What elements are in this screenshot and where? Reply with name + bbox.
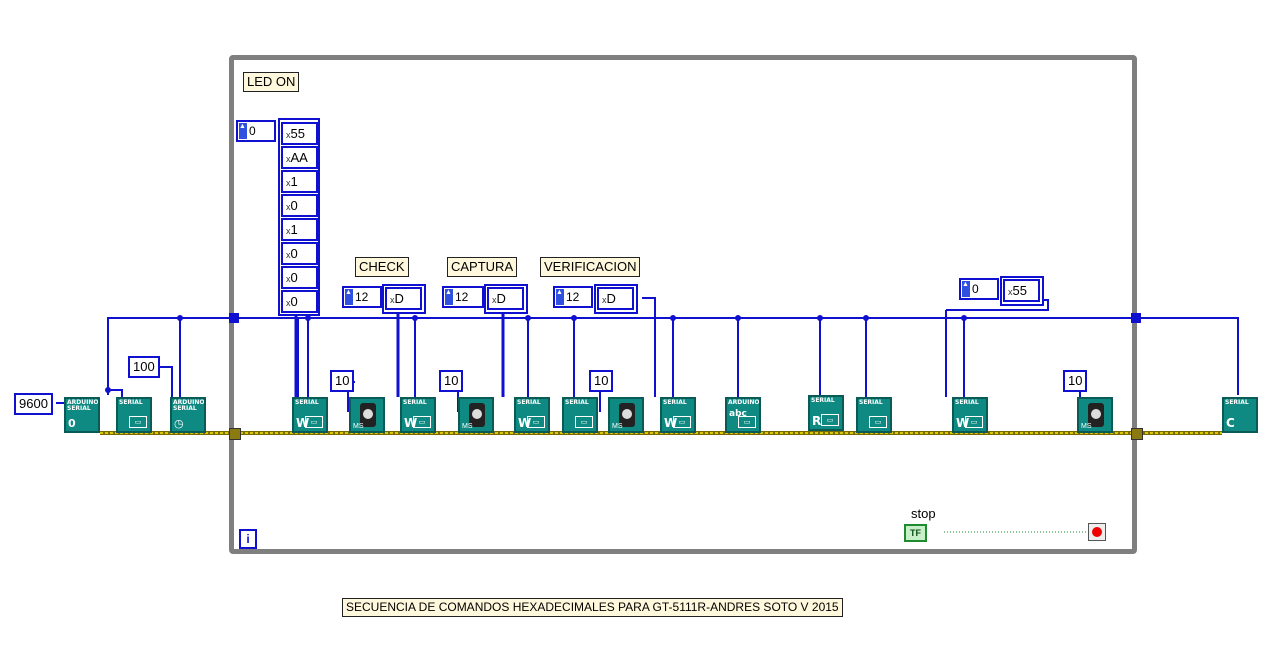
- array-element[interactable]: x1: [281, 170, 318, 193]
- check-index[interactable]: ▲▼12: [342, 286, 382, 308]
- serial-flush-block[interactable]: SERIAL ▭: [562, 397, 598, 433]
- verificacion-array: xD: [594, 284, 638, 314]
- iteration-terminal: i: [239, 529, 257, 549]
- wait-constant-3[interactable]: 10: [589, 370, 614, 392]
- array-element[interactable]: x1: [281, 218, 318, 241]
- verificacion-index[interactable]: ▲▼12: [553, 286, 593, 308]
- captura-array: xD: [484, 284, 528, 314]
- wait-ms-block-3[interactable]: MS: [608, 397, 644, 433]
- wait-ms-block-4[interactable]: MS: [1077, 397, 1113, 433]
- spin-icon[interactable]: ▲▼: [556, 289, 570, 305]
- wait-constant-4[interactable]: 10: [1063, 370, 1088, 392]
- watch-icon: [619, 403, 635, 427]
- arduino-bytes-block[interactable]: ARDUINO abc ▭: [725, 397, 761, 433]
- diagram-caption: SECUENCIA DE COMANDOS HEXADECIMALES PARA…: [342, 598, 843, 617]
- wait-ms-block-1[interactable]: MS: [349, 397, 385, 433]
- arduino-serial-init-block[interactable]: ARDUINO SERIAL 0: [64, 397, 100, 433]
- captura-index[interactable]: ▲▼12: [442, 286, 484, 308]
- serial-read-block[interactable]: SERIAL R ▭: [808, 395, 844, 431]
- end-array: x55: [1000, 276, 1044, 306]
- verificacion-label: VERIFICACION: [540, 257, 641, 277]
- while-loop[interactable]: [229, 55, 1137, 554]
- arduino-serial-timeout-block[interactable]: ARDUINO SERIAL ◷: [170, 397, 206, 433]
- port-icon: ▭: [413, 416, 431, 428]
- error-tunnel-right: [1131, 428, 1143, 440]
- spin-icon[interactable]: ▲▼: [345, 289, 359, 305]
- port-icon: ▭: [869, 416, 887, 428]
- serial-write-block-3[interactable]: SERIAL W ▭: [514, 397, 550, 433]
- check-array: xD: [382, 284, 426, 314]
- captura-element[interactable]: xD: [487, 287, 524, 310]
- port-icon: ▭: [965, 416, 983, 428]
- baud-rate-constant[interactable]: 9600: [14, 393, 53, 415]
- captura-label: CAPTURA: [447, 257, 518, 277]
- array-element[interactable]: x0: [281, 194, 318, 217]
- end-array-index[interactable]: ▲▼0: [959, 278, 999, 300]
- serial-close-block[interactable]: SERIAL C: [1222, 397, 1258, 433]
- array-index-main[interactable]: ▲▼0: [236, 120, 276, 142]
- serial-config-block[interactable]: SERIAL ▭: [116, 397, 152, 433]
- stop-terminal[interactable]: [1088, 523, 1106, 541]
- serial-write-block-6[interactable]: SERIAL W ▭: [952, 397, 988, 433]
- spin-icon[interactable]: ▲▼: [239, 123, 253, 139]
- stop-label: stop: [911, 506, 936, 521]
- resource-tunnel-left: [229, 313, 239, 323]
- watch-icon: [469, 403, 485, 427]
- array-element[interactable]: x0: [281, 290, 318, 313]
- array-element[interactable]: x0: [281, 266, 318, 289]
- spin-icon[interactable]: ▲▼: [445, 289, 459, 305]
- array-element[interactable]: xAA: [281, 146, 318, 169]
- serial-write-block-4[interactable]: SERIAL W ▭: [660, 397, 696, 433]
- watch-icon: [1088, 403, 1104, 427]
- wait-ms-block-2[interactable]: MS: [458, 397, 494, 433]
- port-icon: ▭: [821, 414, 839, 426]
- resource-tunnel-right: [1131, 313, 1141, 323]
- watch-icon: [360, 403, 376, 427]
- led-on-label: LED ON: [243, 72, 300, 92]
- port-icon: ▭: [527, 416, 545, 428]
- error-tunnel-left: [229, 428, 241, 440]
- array-element[interactable]: x55: [281, 122, 318, 145]
- verificacion-element[interactable]: xD: [597, 287, 634, 310]
- serial-write-block-5[interactable]: SERIAL ▭: [856, 397, 892, 433]
- wait-constant-2[interactable]: 10: [439, 370, 464, 392]
- timeout-constant[interactable]: 100: [128, 356, 160, 378]
- serial-write-block-2[interactable]: SERIAL W ▭: [400, 397, 436, 433]
- port-icon: ▭: [738, 416, 756, 428]
- port-icon: ▭: [129, 416, 147, 428]
- check-element[interactable]: xD: [385, 287, 422, 310]
- port-icon: ▭: [673, 416, 691, 428]
- spin-icon[interactable]: ▲▼: [962, 281, 976, 297]
- main-array: x55 xAA x1 x0 x1 x0 x0 x0: [278, 118, 320, 316]
- wait-constant-1[interactable]: 10: [330, 370, 355, 392]
- stop-control[interactable]: TF: [904, 524, 927, 542]
- end-element[interactable]: x55: [1003, 279, 1040, 302]
- array-element[interactable]: x0: [281, 242, 318, 265]
- serial-write-block-1[interactable]: SERIAL W ▭: [292, 397, 328, 433]
- junction-dots: [105, 315, 967, 393]
- port-icon: ▭: [575, 416, 593, 428]
- port-icon: ▭: [305, 416, 323, 428]
- check-label: CHECK: [355, 257, 409, 277]
